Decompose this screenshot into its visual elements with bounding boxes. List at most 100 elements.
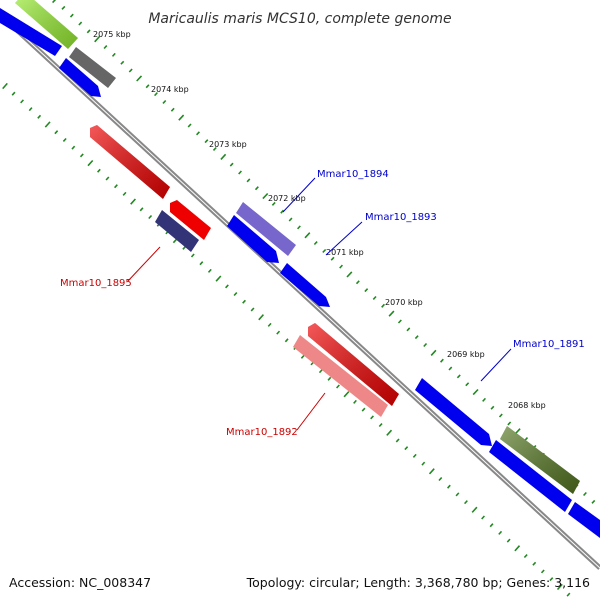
tick-mark <box>481 515 485 520</box>
scale-label: 2070 kbp <box>385 298 423 307</box>
tick-mark <box>196 131 200 136</box>
tick-mark <box>79 153 84 158</box>
tick-mark <box>355 280 360 285</box>
tick-mark <box>225 284 229 289</box>
tick-mark <box>498 413 503 418</box>
tick-mark <box>199 261 204 266</box>
tick-mark <box>52 0 57 4</box>
tick-mark <box>128 68 133 73</box>
gene-feature[interactable] <box>280 263 330 307</box>
tick-mark <box>464 500 468 505</box>
tick-mark <box>465 382 470 387</box>
tick-mark <box>430 349 437 356</box>
tick-mark <box>313 241 318 246</box>
scale-label: 2072 kbp <box>268 194 306 203</box>
scale-label: 2075 kbp <box>93 30 131 39</box>
gene-labels: Mmar10_1894 Mmar10_1893 Mmar10_1895 Mmar… <box>60 169 585 438</box>
tick-mark <box>120 60 125 65</box>
tick-mark <box>523 554 528 559</box>
gene-feature[interactable] <box>69 47 116 88</box>
tick-mark <box>397 319 402 324</box>
tick-mark <box>336 384 340 389</box>
gene-label-mmar10-1895[interactable]: Mmar10_1895 <box>60 278 132 289</box>
tick-row-inner <box>2 82 571 597</box>
tick-mark <box>114 184 118 189</box>
scale-label: 2069 kbp <box>447 350 485 359</box>
topology-summary: Topology: circular; Length: 3,368,780 bp… <box>246 575 590 590</box>
tick-mark <box>404 446 409 451</box>
tick-mark <box>297 225 301 230</box>
tick-mark <box>271 201 276 206</box>
tick-mark <box>440 358 444 363</box>
tick-mark <box>372 295 377 300</box>
tick-mark <box>54 130 59 135</box>
tick-mark <box>330 256 335 261</box>
accession-text: Accession: NC_008347 <box>9 575 151 590</box>
tick-mark <box>304 232 311 239</box>
tick-mark <box>130 198 136 205</box>
tick-mark <box>540 569 545 574</box>
gene-label-mmar10-1893[interactable]: Mmar10_1893 <box>365 212 437 223</box>
tick-mark <box>136 75 143 82</box>
tick-mark <box>381 303 385 308</box>
tick-mark <box>238 170 242 175</box>
tick-mark <box>86 29 91 34</box>
tick-mark <box>549 577 554 582</box>
tick-mark <box>220 153 227 160</box>
gene-label-mmar10-1894[interactable]: Mmar10_1894 <box>317 169 389 180</box>
tick-mark <box>318 369 323 374</box>
gene-feature[interactable] <box>568 502 600 538</box>
tick-mark <box>71 145 76 150</box>
tick-mark <box>44 121 51 128</box>
forward-strand-features <box>0 0 600 538</box>
tick-mark <box>472 388 479 396</box>
tick-mark <box>105 176 110 181</box>
tick-mark <box>69 13 74 18</box>
tick-mark <box>361 407 366 412</box>
tick-mark <box>207 268 212 273</box>
tick-mark <box>395 438 400 443</box>
tick-mark <box>154 92 158 97</box>
tick-mark <box>87 159 94 167</box>
gene-feature[interactable] <box>155 210 199 252</box>
gene-feature[interactable] <box>415 378 492 446</box>
tick-mark <box>532 561 537 566</box>
gene-label-mmar10-1892[interactable]: Mmar10_1892 <box>226 427 298 438</box>
gene-feature[interactable] <box>170 200 211 240</box>
tick-mark <box>591 499 596 504</box>
tick-mark <box>94 36 100 43</box>
tick-mark <box>370 415 374 420</box>
tick-mark <box>78 21 83 26</box>
scale-label: 2071 kbp <box>326 248 364 257</box>
tick-mark <box>97 168 101 173</box>
tick-mark <box>162 99 167 104</box>
tick-mark <box>28 107 33 112</box>
tick-mark <box>353 399 357 404</box>
tick-mark <box>148 214 153 220</box>
map-title: Maricaulis maris MCS10, complete genome <box>148 11 451 27</box>
tick-mark <box>386 429 393 436</box>
tick-mark <box>267 322 272 327</box>
tick-mark <box>111 52 116 57</box>
tick-mark <box>339 264 343 269</box>
tick-mark <box>139 207 144 212</box>
tick-mark <box>276 330 281 335</box>
tick-mark <box>406 327 411 332</box>
tick-mark <box>190 253 195 258</box>
gene-label-mmar10-1891[interactable]: Mmar10_1891 <box>513 339 585 350</box>
genome-backbone <box>0 11 600 570</box>
tick-mark <box>421 461 426 466</box>
scale-label: 2068 kbp <box>508 401 546 410</box>
tick-mark <box>471 506 478 513</box>
gene-feature[interactable] <box>59 58 101 97</box>
tick-mark <box>37 114 42 119</box>
tick-mark <box>566 592 571 597</box>
tick-mark <box>204 139 209 144</box>
gene-feature[interactable] <box>236 202 296 256</box>
tick-mark <box>122 191 127 196</box>
tick-mark <box>343 391 350 398</box>
tick-mark <box>423 342 428 348</box>
gene-feature[interactable] <box>227 215 279 263</box>
tick-mark <box>489 523 494 528</box>
tick-mark <box>170 107 175 112</box>
